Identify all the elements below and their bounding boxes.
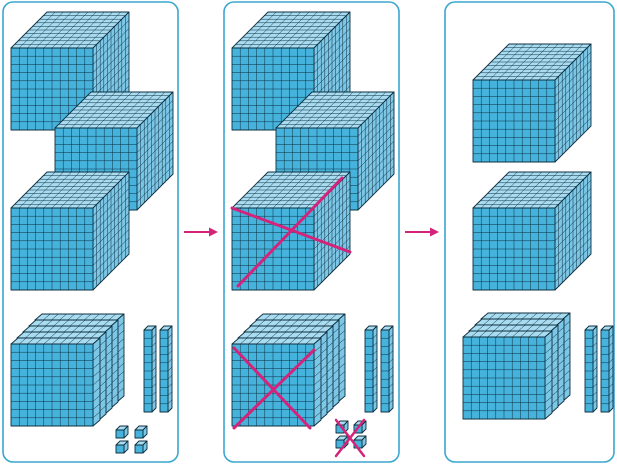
ten-rod xyxy=(144,326,156,412)
ten-rod xyxy=(585,326,597,412)
ten-rod xyxy=(160,326,172,412)
one-unit xyxy=(135,426,147,438)
hundreds-group xyxy=(463,313,570,419)
thousand-cube xyxy=(473,44,591,162)
hundreds-group xyxy=(11,314,124,426)
arrow-right-icon xyxy=(405,228,439,237)
thousand-cube xyxy=(11,172,129,290)
thousand-cube xyxy=(473,172,591,290)
panel-regroup xyxy=(224,2,399,462)
ten-rod xyxy=(381,326,393,412)
one-unit xyxy=(116,426,128,438)
hundred-flat xyxy=(463,331,552,419)
panel-before xyxy=(3,2,178,462)
ten-rod xyxy=(601,326,613,412)
hundreds-group xyxy=(232,314,345,426)
ten-rod xyxy=(365,326,377,412)
arrow-right-icon xyxy=(184,228,218,237)
hundred-flat xyxy=(232,338,321,426)
one-unit xyxy=(135,441,147,453)
one-unit xyxy=(116,441,128,453)
panel-after xyxy=(445,2,614,462)
hundred-flat xyxy=(11,338,100,426)
